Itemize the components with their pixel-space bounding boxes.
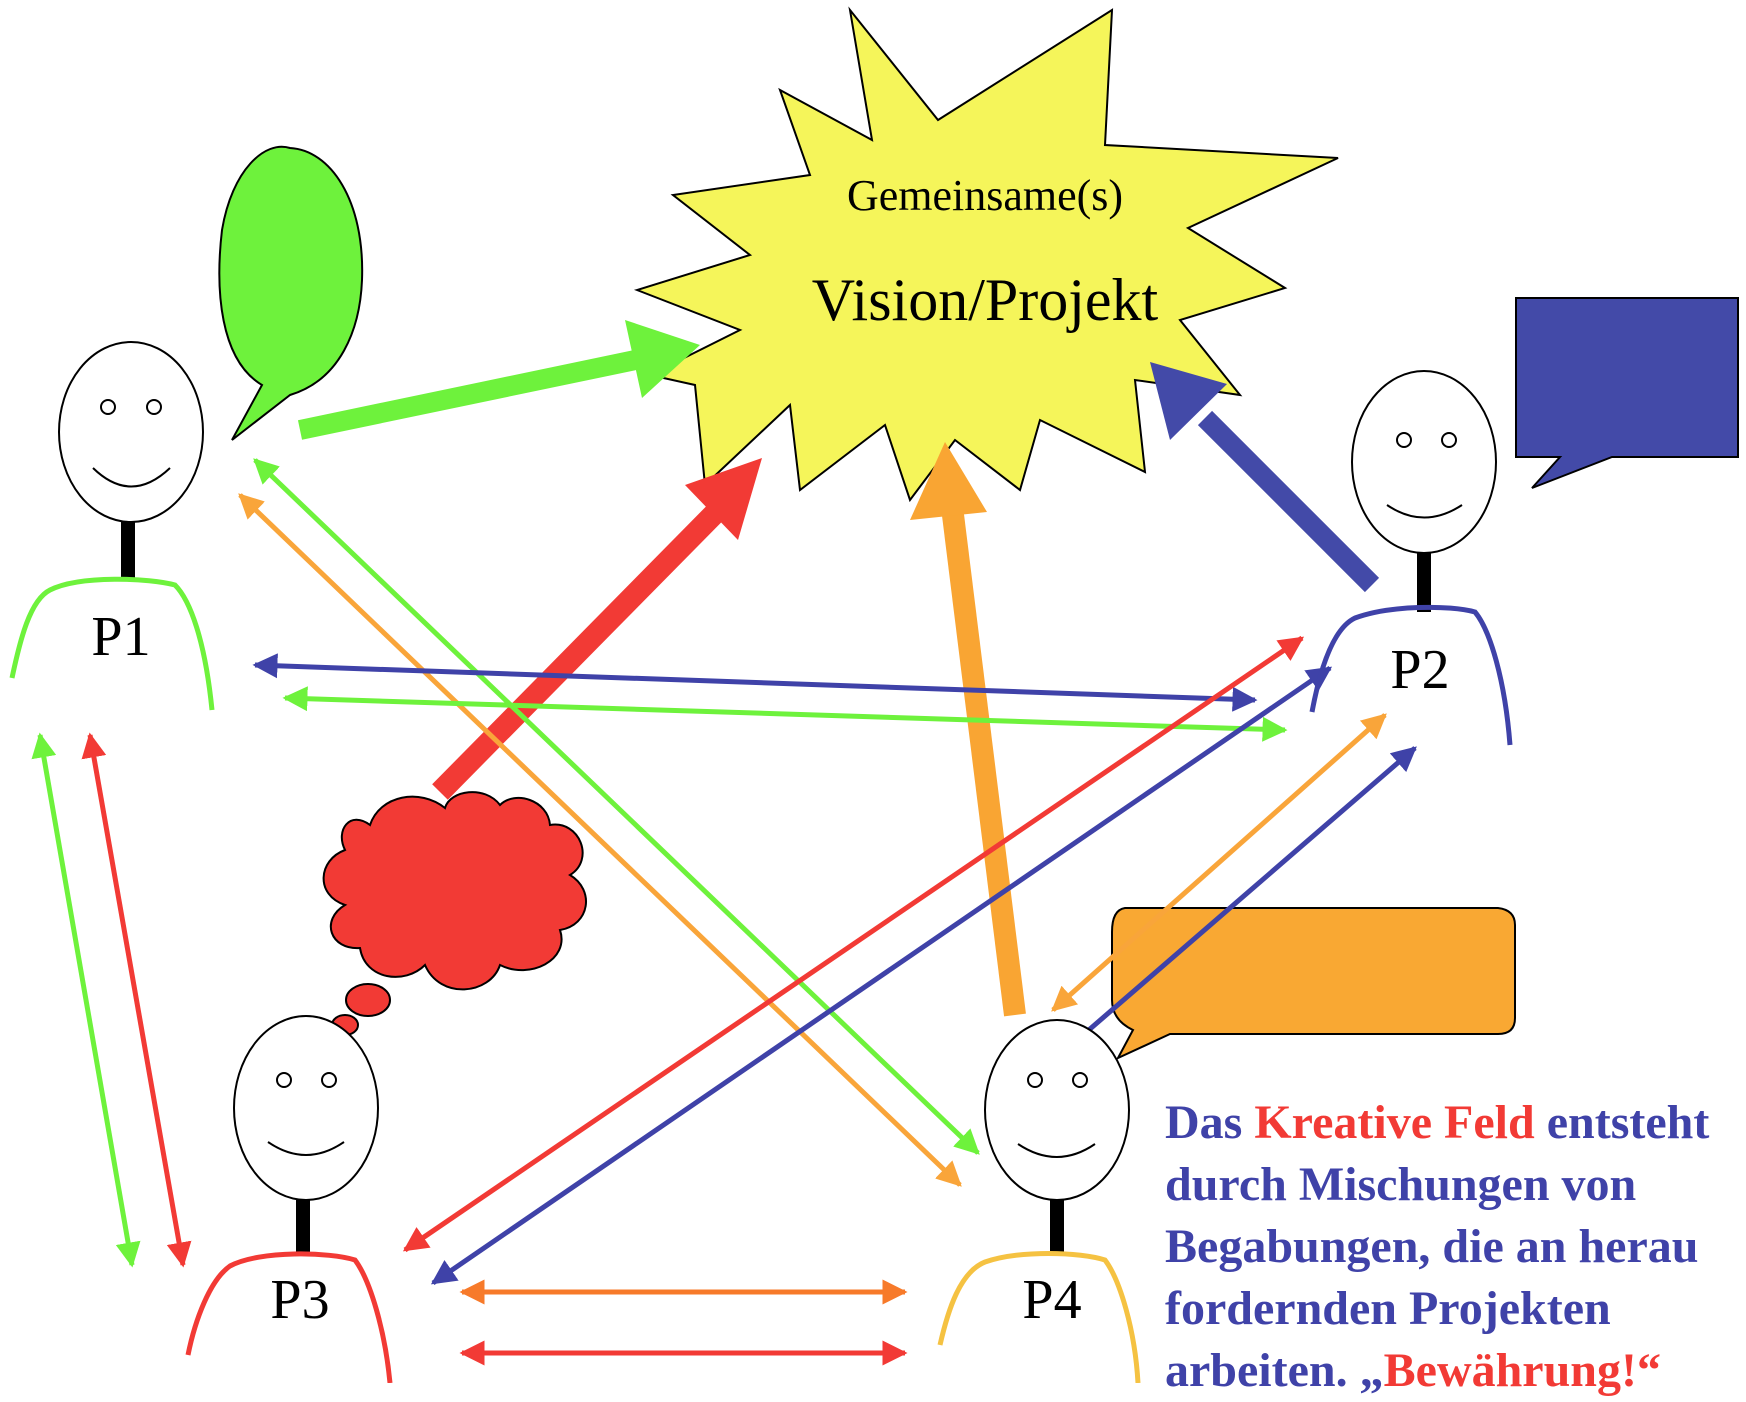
relation-arrows [31, 458, 1417, 1366]
p2-head [1351, 370, 1497, 554]
p3-head [233, 1015, 379, 1201]
p1-speech-bubble-icon [218, 145, 364, 441]
vision-line2: Vision/Projekt [812, 267, 1159, 333]
p2-speech-bubble-icon [1515, 297, 1739, 489]
p4-label: P4 [1022, 1269, 1081, 1331]
p1-p3-red-arrow [81, 732, 192, 1268]
person-p2: P2 [1309, 370, 1513, 746]
caption-line1: Das Kreative Feld entsteht [1165, 1092, 1746, 1154]
starburst-shape [633, 6, 1339, 503]
caption-line4: fordernden Projekten [1165, 1282, 1611, 1335]
p3-thought-cloud-icon [322, 791, 587, 1049]
p1-body [9, 576, 215, 711]
vision-line1: Gemeinsame(s) [847, 171, 1123, 220]
p4-body [937, 1251, 1141, 1383]
p2-to-vision-arrow [1150, 362, 1380, 593]
person-p3: P3 [185, 1015, 393, 1383]
p4-to-vision-arrow [910, 442, 1026, 1017]
caption-line2: durch Mischungen von [1165, 1158, 1637, 1211]
p1-to-vision-arrow [297, 320, 700, 440]
caption-highlight-kreative-feld: Kreative Feld [1254, 1096, 1535, 1149]
p3-to-vision-arrow [432, 458, 762, 800]
p1-head [58, 341, 204, 523]
person-p1: P1 [9, 341, 215, 711]
vision-starburst: Gemeinsame(s) Vision/Projekt [633, 6, 1339, 503]
p1-p2-blue-arrow [252, 653, 1258, 712]
p2-label: P2 [1390, 639, 1449, 701]
p3-body [185, 1251, 393, 1383]
caption-line3: Begabungen, die an herau [1165, 1220, 1699, 1273]
p1-p4-green-arrow [253, 458, 980, 1155]
p4-head [984, 1019, 1130, 1201]
p1-label: P1 [91, 606, 150, 668]
caption-part2: entsteht [1534, 1096, 1710, 1149]
p1-p3-green-arrow [31, 732, 141, 1268]
caption-line5-part1: arbeiten. „ [1165, 1344, 1384, 1397]
p2-body [1309, 604, 1513, 746]
caption-part1: Das [1165, 1096, 1255, 1149]
caption-highlight-bewaehrung: Bewährung!“ [1383, 1344, 1661, 1397]
p4-speech-bubble-icon [1111, 907, 1516, 1061]
p3-label: P3 [270, 1269, 329, 1331]
p1-p2-green-arrow [282, 686, 1288, 742]
caption-line5: arbeiten. „Bewährung!“ [1165, 1340, 1746, 1402]
person-p4: P4 [937, 1019, 1141, 1383]
caption-text: Das Kreative Feld entsteht durch Mischun… [1165, 1092, 1746, 1402]
p4-p2-blue-arrow [1066, 746, 1417, 1050]
